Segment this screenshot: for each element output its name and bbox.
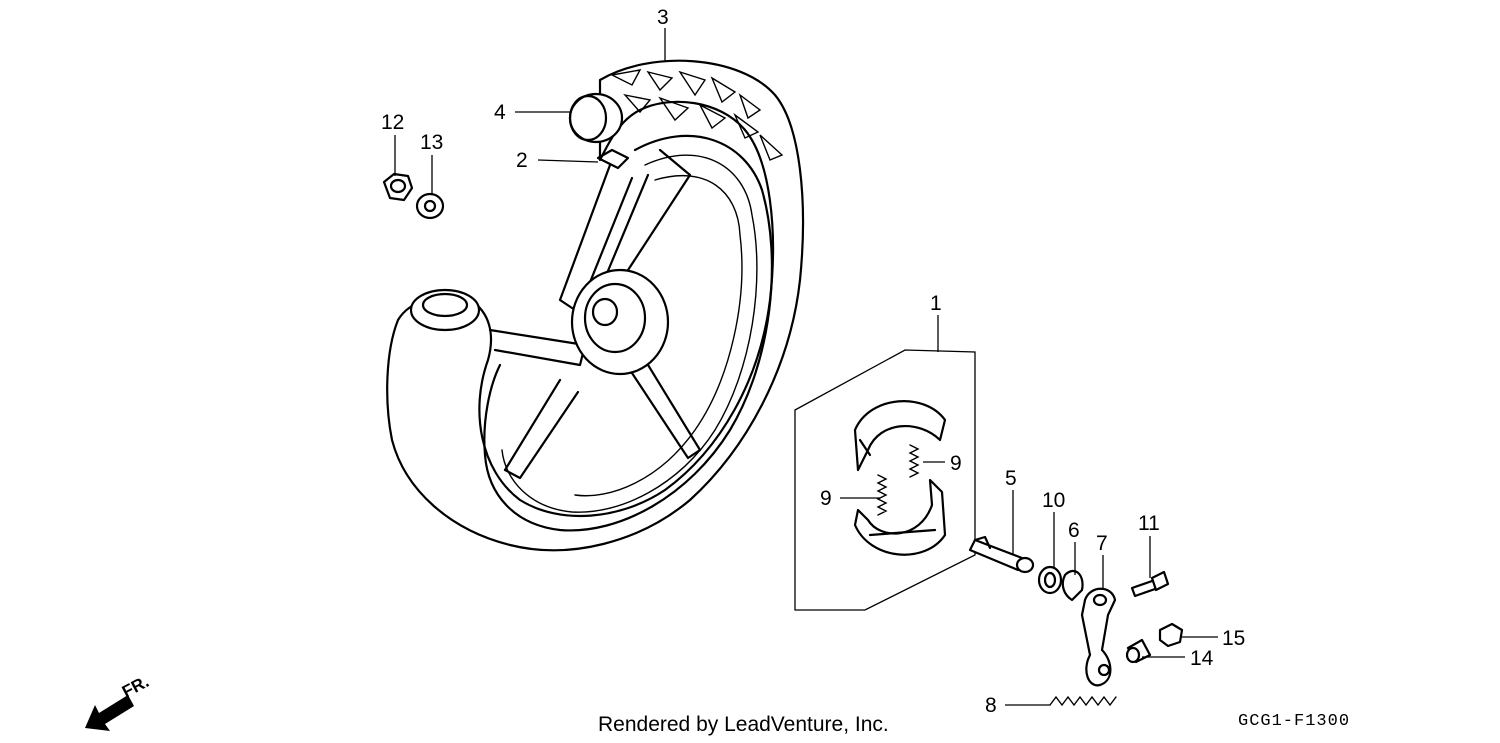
callout-15: 15	[1222, 627, 1245, 650]
front-wheel-assembly[interactable]	[386, 59, 805, 552]
brake-shoe-upper[interactable]	[853, 400, 947, 472]
front-direction-arrow-icon: FR.	[85, 672, 152, 731]
callout-14: 14	[1190, 647, 1214, 670]
diagram-code: GCG1-F1300	[1238, 712, 1350, 731]
return-spring-8[interactable]	[1049, 695, 1117, 707]
wear-indicator-6[interactable]	[1061, 569, 1084, 602]
callout-8: 8	[985, 694, 997, 717]
brake-shoe-spring-right[interactable]	[908, 444, 920, 478]
washer-13[interactable]	[415, 192, 445, 220]
callout-9-right: 9	[950, 452, 962, 475]
brake-shoe-kit-box[interactable]	[794, 349, 976, 611]
callout-6: 6	[1068, 519, 1080, 542]
dust-seal-10[interactable]	[1037, 565, 1063, 595]
callout-3: 3	[657, 6, 669, 29]
callout-13: 13	[420, 131, 443, 154]
callout-9-left: 9	[820, 487, 832, 510]
tire-tread-pattern	[609, 69, 784, 161]
render-credit: Rendered by LeadVenture, Inc.	[598, 713, 889, 736]
callout-5: 5	[1005, 467, 1017, 490]
callout-2: 2	[516, 149, 528, 172]
brake-arm-7[interactable]	[1080, 587, 1117, 687]
nut-15[interactable]	[1158, 622, 1184, 648]
flange-nut-12[interactable]	[382, 172, 414, 202]
callout-1: 1	[930, 292, 942, 315]
callout-7: 7	[1096, 532, 1108, 555]
brake-shoe-spring-left[interactable]	[876, 474, 888, 516]
callout-labels: 1 2 3 4 5 6 7 8 9 9 10 11 12 13 14 15	[381, 6, 1245, 717]
brake-shoe-lower[interactable]	[853, 478, 947, 556]
callout-11: 11	[1138, 512, 1160, 535]
callout-10: 10	[1042, 489, 1065, 512]
brake-cam-5[interactable]	[968, 535, 1035, 574]
pin-14[interactable]	[1125, 638, 1152, 664]
callout-4: 4	[494, 101, 506, 124]
bolt-11[interactable]	[1130, 570, 1170, 598]
leader-lines	[394, 28, 1218, 706]
callout-12: 12	[381, 111, 404, 134]
direction-label: FR.	[119, 672, 152, 702]
